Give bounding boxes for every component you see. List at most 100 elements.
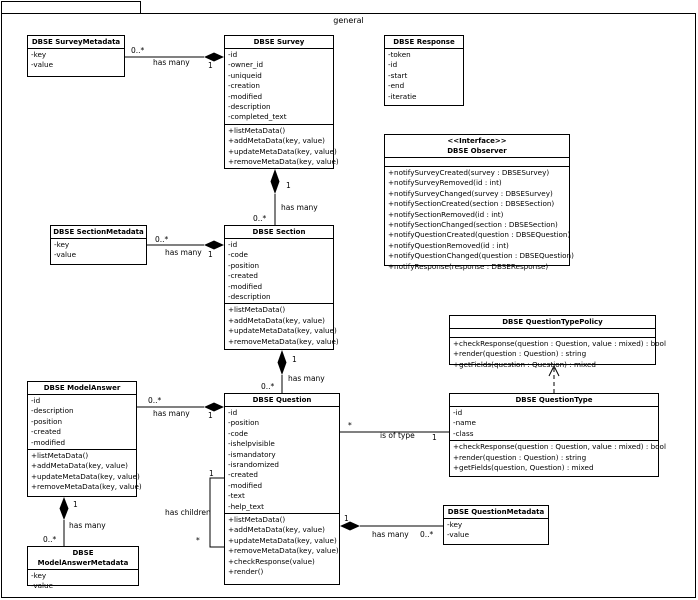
mult-section-meta-one: 1 bbox=[208, 250, 213, 259]
mult-children-star: * bbox=[196, 536, 200, 545]
mult-section-question-many: 0..* bbox=[261, 382, 275, 391]
class-attributes bbox=[450, 329, 655, 338]
class-member: -modified bbox=[31, 437, 66, 447]
class-header: DBSE Question bbox=[225, 394, 339, 407]
class-section[interactable]: DBSE Section-id-code-position-created-mo… bbox=[224, 225, 339, 350]
class-member: -id bbox=[228, 50, 238, 59]
class-member: -end bbox=[388, 81, 405, 91]
class-member: -ishelpvisible bbox=[228, 439, 275, 449]
class-response[interactable]: DBSE Response -token-id-start-end-iterati… bbox=[384, 35, 464, 106]
class-member: -completed_text bbox=[228, 112, 287, 122]
mult-question-meta-one: 1 bbox=[344, 514, 349, 523]
class-member: +listMetaData() bbox=[228, 515, 286, 525]
class-attributes: -id-name-class bbox=[450, 407, 658, 442]
class-operations: +listMetaData()+addMetaData(key, value)+… bbox=[28, 450, 142, 494]
mult-question-type-one: 1 bbox=[432, 433, 437, 442]
class-member: -class bbox=[453, 428, 474, 438]
package-name: general bbox=[333, 16, 364, 25]
class-name: DBSE Section bbox=[252, 228, 306, 236]
role-answer-question: has many bbox=[153, 409, 190, 418]
class-attributes bbox=[385, 158, 569, 167]
class-header: <<Interface>> DBSE Observer bbox=[385, 135, 569, 158]
class-attributes: -key-value bbox=[28, 49, 124, 72]
class-name: DBSE QuestionType bbox=[515, 396, 593, 404]
role-section-question: has many bbox=[288, 374, 325, 383]
class-survey[interactable]: DBSE Survey-id-owner_id-uniqueid-creatio… bbox=[224, 35, 339, 169]
class-section-metadata[interactable]: DBSE SectionMetadata-key-value bbox=[50, 225, 147, 265]
class-header: DBSE Response bbox=[385, 36, 463, 49]
class-header: DBSE ModelAnswer bbox=[28, 382, 136, 395]
class-member: +checkResponse(value) bbox=[228, 556, 315, 566]
class-member: +getFields(question : Question) : mixed bbox=[453, 359, 596, 369]
class-member: +listMetaData() bbox=[31, 451, 89, 461]
class-question[interactable]: DBSE Question-id-position-code-ishelpvis… bbox=[224, 393, 340, 585]
class-attributes: -key-value bbox=[51, 239, 146, 262]
class-member: +render(question : Question) : string bbox=[453, 452, 587, 462]
class-member: -key bbox=[54, 240, 70, 249]
class-member: +notifyQuestionCreated(question : DBSEQu… bbox=[388, 230, 571, 240]
class-member: -key bbox=[31, 50, 47, 59]
class-observer-interface[interactable]: <<Interface>>DBSE Observer+notifySurveyC… bbox=[384, 134, 574, 271]
package-tab bbox=[1, 1, 141, 13]
class-member: +notifySectionCreated(section : DBSESect… bbox=[388, 199, 555, 209]
class-member: -owner_id bbox=[228, 60, 264, 70]
role-question-type: is of type bbox=[380, 431, 415, 440]
class-member: +removeMetaData(key, value) bbox=[31, 482, 142, 492]
class-member: +addMetaData(key, value) bbox=[31, 461, 128, 471]
class-member: -ismandatory bbox=[228, 449, 276, 459]
class-member: +updateMetaData(key, value) bbox=[31, 471, 140, 481]
class-member: +notifyQuestionRemoved(id : int) bbox=[388, 240, 509, 250]
class-question-metadata[interactable]: DBSE QuestionMetadata-key-value bbox=[443, 505, 549, 545]
class-member: -description bbox=[228, 102, 271, 112]
class-member: -id bbox=[228, 240, 238, 249]
class-member: +updateMetaData(key, value) bbox=[228, 535, 337, 545]
mult-children-one: 1 bbox=[209, 469, 214, 478]
class-member: +notifySectionRemoved(id : int) bbox=[388, 209, 504, 219]
class-member: +addMetaData(key, value) bbox=[228, 136, 325, 146]
class-member: -creation bbox=[228, 81, 260, 91]
mult-survey-section-many: 0..* bbox=[253, 214, 267, 223]
class-member: -description bbox=[228, 292, 271, 302]
class-attributes: -id-owner_id-uniqueid-creation-modified-… bbox=[225, 49, 333, 125]
class-header: DBSE SurveyMetadata bbox=[28, 36, 124, 49]
mult-survey-section-one: 1 bbox=[286, 181, 291, 190]
class-member: -modified bbox=[228, 281, 263, 291]
class-member: -id bbox=[388, 60, 398, 70]
class-member: -name bbox=[453, 418, 476, 428]
class-name: DBSE Response bbox=[393, 38, 455, 46]
class-name: DBSE Observer bbox=[447, 147, 507, 155]
class-attributes: -key-value bbox=[28, 570, 138, 593]
class-member: +notifySurveyRemoved(id : int) bbox=[388, 178, 502, 188]
class-model-answer-metadata[interactable]: DBSE ModelAnswerMetadata -key-value bbox=[27, 546, 139, 590]
class-header: DBSE QuestionMetadata bbox=[444, 506, 548, 519]
class-member: -code bbox=[228, 428, 248, 438]
class-member: +render() bbox=[228, 567, 264, 577]
class-question-type[interactable]: DBSE QuestionType-id-name-class+checkRes… bbox=[449, 393, 666, 477]
class-member: +notifyQuestionChanged(question : DBSEQu… bbox=[388, 251, 574, 261]
role-answer-meta: has many bbox=[69, 521, 106, 530]
mult-question-type-star: * bbox=[348, 421, 352, 430]
class-header: DBSE QuestionTypePolicy bbox=[450, 316, 655, 329]
class-name: DBSE ModelAnswerMetadata bbox=[37, 549, 129, 567]
class-attributes: -token-id-start-end-iteratie bbox=[385, 49, 463, 103]
class-member: +removeMetaData(key, value) bbox=[228, 336, 339, 346]
class-survey-metadata[interactable]: DBSE SurveyMetadata-key-value bbox=[27, 35, 125, 77]
class-member: -token bbox=[388, 50, 411, 59]
mult-section-meta-many: 0..* bbox=[155, 235, 169, 244]
class-member: -value bbox=[31, 581, 54, 591]
class-header: DBSE QuestionType bbox=[450, 394, 658, 407]
class-model-answer[interactable]: DBSE ModelAnswer-id-description-position… bbox=[27, 381, 142, 497]
mult-survey-meta-many: 0..* bbox=[131, 46, 145, 55]
class-member: +listMetaData() bbox=[228, 125, 286, 135]
class-member: -key bbox=[31, 571, 47, 580]
class-member: -iteratie bbox=[388, 91, 417, 101]
mult-answer-question-many: 0..* bbox=[148, 396, 162, 405]
class-question-type-policy[interactable]: DBSE QuestionTypePolicy+checkResponse(qu… bbox=[449, 315, 666, 369]
class-name: DBSE Question bbox=[252, 396, 312, 404]
class-member: -text bbox=[228, 491, 245, 501]
class-member: +addMetaData(key, value) bbox=[228, 525, 325, 535]
mult-section-question-one: 1 bbox=[292, 355, 297, 364]
class-attributes: -key-value bbox=[444, 519, 548, 542]
class-stereotype: <<Interface>> bbox=[447, 137, 507, 145]
class-member: -value bbox=[447, 530, 470, 540]
